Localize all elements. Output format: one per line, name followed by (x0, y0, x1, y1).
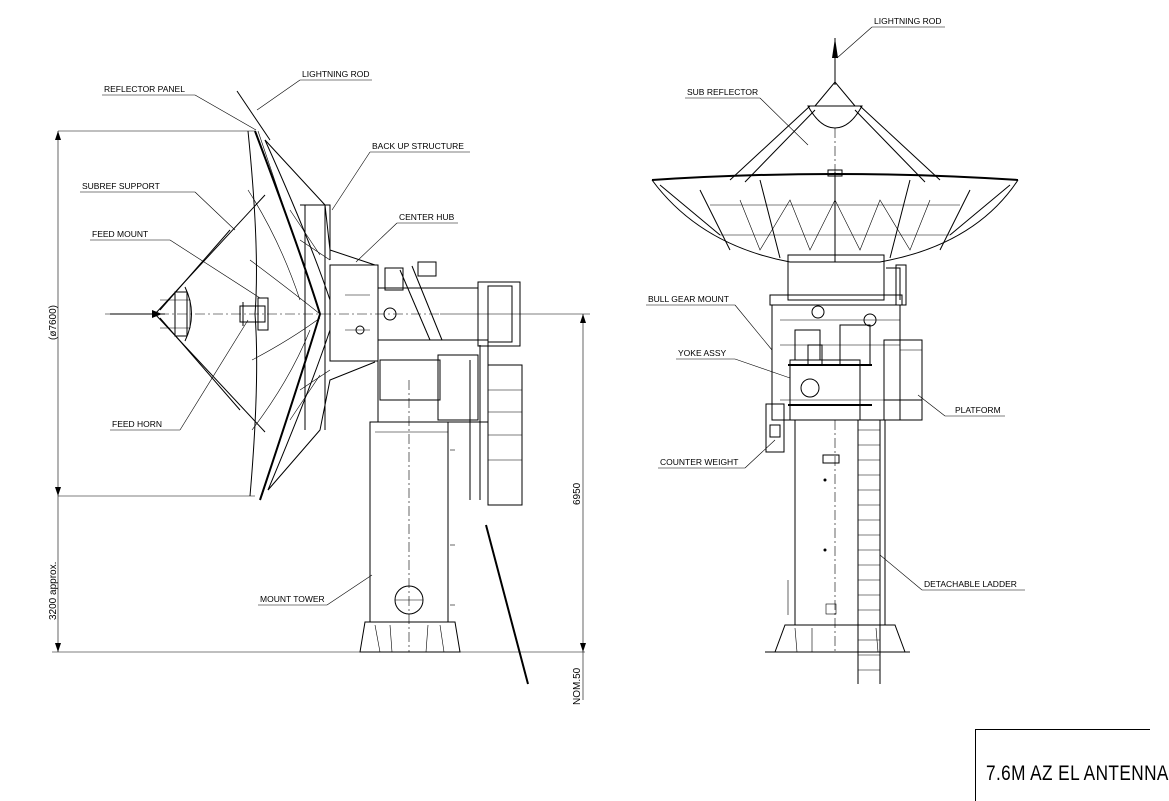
mount-tower-label: MOUNT TOWER (260, 594, 325, 604)
counter-weight-label: COUNTER WEIGHT (660, 457, 738, 467)
detachable-ladder-label: DETACHABLE LADDER (924, 579, 1017, 589)
detachable-ladder-front (857, 420, 881, 684)
reflector-dish-front (651, 169, 1019, 263)
side-view-callouts: REFLECTOR PANEL LIGHTNING ROD BACK UP ST… (80, 69, 470, 606)
mount-tower-front (765, 419, 910, 653)
platform-label: PLATFORM (955, 405, 1001, 415)
sub-reflector-label: SUB REFLECTOR (687, 87, 758, 97)
center-hub-side (329, 261, 521, 362)
height-dim-text: 3200 approx. (48, 562, 59, 620)
height-dimension: 3200 approx. (48, 496, 585, 653)
side-view: (ø7600) 3200 approx. 6950 NOM.50 (48, 69, 590, 705)
reflector-dish-side (247, 130, 376, 501)
title-block: 7.6M AZ EL ANTENNA (975, 729, 1168, 801)
counter-weight-front (765, 403, 785, 453)
lightning-rod-side (236, 90, 271, 141)
elevation-dimension: 6950 NOM.50 (440, 313, 590, 705)
yoke-side (377, 339, 523, 506)
ladder-side (485, 524, 529, 685)
lightning-rod-label-front: LIGHTNING ROD (874, 16, 942, 26)
yoke-front (771, 304, 923, 421)
subreflector-side (110, 194, 266, 433)
elevation-dim-text: 6950 (572, 482, 583, 505)
yoke-assy-label: YOKE ASSY (678, 348, 727, 358)
diameter-dim-text: (ø7600) (48, 305, 59, 340)
feed-horn-label: FEED HORN (112, 419, 162, 429)
front-view: LIGHTNING ROD SUB REFLECTOR BULL GEAR MO… (646, 16, 1025, 684)
bull-gear-mount-label: BULL GEAR MOUNT (648, 294, 729, 304)
feed-horn-side (239, 297, 269, 331)
back-up-structure-label: BACK UP STRUCTURE (372, 141, 464, 151)
subref-support-label: SUBREF SUPPORT (82, 181, 160, 191)
reflector-panel-label: REFLECTOR PANEL (104, 84, 185, 94)
center-hub-label: CENTER HUB (399, 212, 455, 222)
front-view-callouts: LIGHTNING ROD SUB REFLECTOR BULL GEAR MO… (646, 16, 1025, 591)
mount-tower-side (359, 380, 461, 653)
lightning-rod-label-side: LIGHTNING ROD (302, 69, 370, 79)
feed-mount-label: FEED MOUNT (92, 229, 148, 239)
diameter-dimension: (ø7600) (48, 130, 255, 497)
drawing-title: 7.6M AZ EL ANTENNA (986, 762, 1169, 785)
foundation-dim-text: NOM.50 (572, 667, 583, 705)
subreflector-front (729, 38, 941, 250)
